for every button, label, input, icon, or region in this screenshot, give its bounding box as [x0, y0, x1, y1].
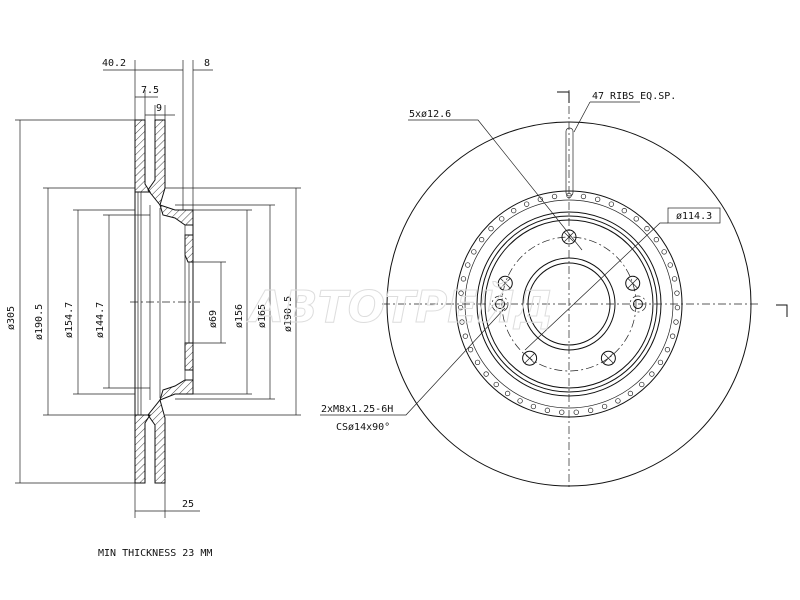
countersink-label: CSø14x90°: [336, 422, 390, 433]
side-view: 40.2 8 7.5 9 25 ø305 ø190.5 ø154.7 ø144.…: [6, 58, 301, 559]
hat-bottom: [159, 379, 194, 401]
thread-label: 2xM8x1.25-6H: [321, 404, 393, 415]
hat-flange-top: [184, 234, 194, 263]
rib: [483, 371, 489, 377]
rib: [499, 216, 505, 222]
dim-outer-diameter: ø305: [6, 306, 17, 330]
rib: [530, 403, 537, 410]
rib: [601, 403, 608, 410]
bolt-hole: [600, 350, 616, 366]
min-thickness-note: MIN THICKNESS 23 MM: [98, 548, 212, 559]
rib: [644, 225, 650, 232]
rib: [523, 201, 530, 207]
rib: [621, 207, 627, 214]
watermark: АВТОТРЕЙД: [247, 280, 553, 333]
section-mark-right: [776, 304, 788, 317]
rib: [559, 409, 565, 415]
dim-144: ø144.7: [95, 302, 106, 338]
rib: [478, 236, 485, 243]
dim-154: ø154.7: [64, 302, 75, 338]
outer-plate-top: [134, 119, 151, 193]
rib-slot: [565, 127, 574, 197]
rib: [459, 319, 465, 325]
dim-center-bore: ø69: [208, 310, 219, 328]
front-view: 47 RIBS EQ.SP. 5xø12.6 ø114.3 2xM8x1.25-…: [320, 90, 788, 490]
rib: [667, 262, 673, 268]
rib: [573, 409, 579, 415]
rib: [488, 225, 494, 232]
dim-friction-inner-right: ø190.5: [283, 296, 294, 332]
dim-overall-height: 40.2: [102, 58, 126, 69]
rib: [462, 333, 469, 339]
bolt-hole: [497, 275, 513, 291]
inner-plate-top: [147, 119, 166, 207]
rib: [467, 347, 474, 353]
dim-hat-thickness: 8: [204, 58, 210, 69]
rib: [517, 398, 523, 404]
rib: [580, 193, 587, 200]
rib: [551, 193, 558, 200]
rib: [674, 290, 680, 296]
dim-vent-gap: 9: [156, 103, 162, 114]
bolt-hole: [625, 275, 641, 291]
hat-flange-bottom: [184, 342, 194, 371]
outer-plate-bottom: [134, 414, 151, 484]
pcd-leader: [524, 222, 668, 351]
rib: [649, 371, 655, 377]
rib: [537, 196, 543, 203]
dim-disc-thickness: 25: [182, 499, 194, 510]
ribs-leader: [573, 101, 640, 133]
rib: [674, 304, 681, 311]
rib: [465, 262, 471, 268]
rib: [657, 359, 664, 366]
rib: [669, 333, 676, 339]
inner-plate-bottom: [147, 398, 166, 484]
ribs-label: 47 RIBS EQ.SP.: [592, 91, 676, 102]
rib: [511, 207, 517, 214]
rib: [504, 390, 511, 397]
rib: [633, 216, 639, 222]
rib: [460, 276, 467, 282]
pcd-label: ø114.3: [676, 211, 712, 222]
rib: [458, 290, 464, 296]
rib: [673, 319, 679, 325]
dim-friction-inner-left: ø190.5: [34, 304, 45, 340]
thread-leader: [320, 307, 506, 416]
pcd-box: [667, 207, 721, 224]
ribs: [457, 192, 681, 415]
section-mark-top: [557, 91, 570, 103]
rib: [661, 249, 667, 255]
rib: [457, 304, 464, 311]
rib: [471, 249, 477, 255]
dim-165: ø165: [257, 304, 268, 328]
bolt-holes-label: 5xø12.6: [409, 109, 451, 120]
rib: [627, 390, 634, 397]
hat-top: [159, 204, 194, 226]
dim-156: ø156: [234, 304, 245, 328]
rib: [595, 196, 601, 203]
rib: [608, 201, 615, 207]
rib: [615, 398, 621, 404]
rib: [587, 407, 594, 413]
dim-outer-plate: 7.5: [141, 85, 159, 96]
rib: [671, 276, 678, 282]
rib: [653, 236, 660, 243]
rib: [639, 381, 645, 388]
rib: [544, 407, 551, 413]
rib: [664, 347, 671, 353]
rib: [493, 381, 499, 388]
bolt-holes-leader: [408, 119, 583, 251]
bolt-hole: [522, 350, 538, 366]
rib: [474, 359, 481, 366]
